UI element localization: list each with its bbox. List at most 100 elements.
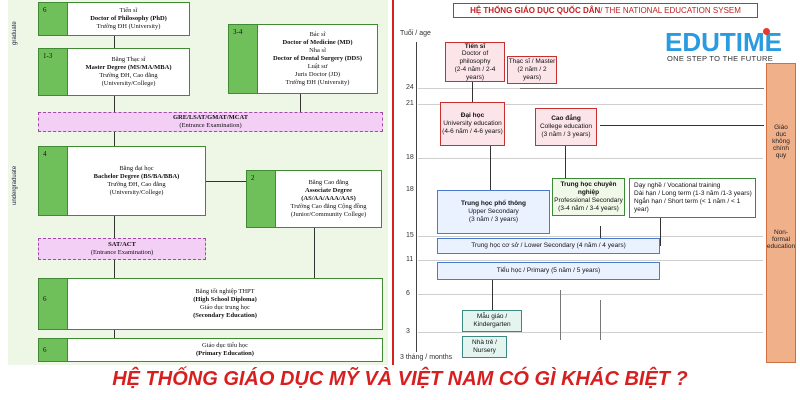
- nonformal-vn-3: không: [772, 138, 790, 145]
- us-arrow: [300, 94, 301, 112]
- vn-phd-vn: Tiến sĩ: [464, 42, 486, 50]
- vn-vocational-short: Ngắn hạn / Short term (< 1 năm / < 1 yea…: [634, 198, 741, 213]
- grid-line: [418, 158, 763, 159]
- vn-upper-years: (3 năm / 3 years): [468, 215, 519, 223]
- vn-kindergarten-box: Mẫu giáo / Kindergarten: [462, 310, 522, 332]
- us-associate-years: 2: [251, 174, 255, 182]
- panel-divider: [392, 0, 394, 365]
- vn-vocational-box: Dạy nghề / Vocational training Dài hạn /…: [629, 178, 756, 218]
- us-sat-subtitle: (Entrance Examination): [90, 249, 154, 256]
- us-arrow: [114, 330, 115, 338]
- vn-master-years: (2 năm / 2 years): [517, 66, 547, 81]
- vn-upper-vn: Trung học phổ thông: [461, 200, 526, 208]
- us-primary-years: 6: [43, 346, 47, 354]
- nonformal-vn-5: quy: [775, 152, 787, 159]
- us-associate-types: (AS/AA/AAA/AAS): [301, 194, 356, 202]
- us-primary-vn: Giáo dục tiểu học: [201, 341, 249, 349]
- us-professional-box: 3-4 Bác sĩ Doctor of Medicine (MD) Nha s…: [228, 24, 378, 94]
- us-jd-en: Juris Doctor (JD): [294, 71, 341, 79]
- edutime-logo: EDUTIME ONE STEP TO THE FUTURE: [665, 27, 795, 67]
- month-label: 3 tháng / months: [400, 354, 453, 361]
- us-sat-exam: SAT/ACT (Entrance Examination): [38, 238, 206, 260]
- vn-vocational-long: Dài hạn / Long term (1-3 năm /1-3 years): [634, 190, 752, 198]
- vn-nursery-title: Nhà trẻ / Nursery: [472, 339, 497, 354]
- us-arrow: [206, 181, 246, 182]
- vn-professional-vn: Trung học chuyên nghiệp: [560, 181, 617, 197]
- vn-phd-years: (2-4 năm / 2-4 years): [454, 65, 496, 81]
- vn-arrow: [660, 218, 661, 246]
- vn-university-en: University education: [443, 120, 502, 128]
- vn-arrow: [490, 146, 491, 190]
- us-sat-title: SAT/ACT: [108, 240, 136, 248]
- vn-arrow: [600, 125, 764, 126]
- us-associate-vn: Bằng Cao đẳng: [308, 178, 349, 186]
- us-phd-school: Trường ĐH (University): [96, 23, 161, 31]
- vn-college-vn: Cao đẳng: [551, 115, 581, 123]
- vn-primary-title: Tiểu học / Primary (5 năm / 5 years): [496, 267, 601, 275]
- us-arrow: [114, 260, 115, 278]
- us-master-box: 1-3 Bằng Thạc sĩ Master Degree (MS/MA/MB…: [38, 48, 190, 96]
- age-tick: 21: [406, 100, 414, 107]
- vn-university-vn: Đại học: [460, 112, 485, 120]
- us-md-school: Trường ĐH (University): [285, 79, 350, 87]
- us-gre-title: GRE/LSAT/GMAT/MCAT: [172, 113, 249, 121]
- us-phd-vn: Tiến sĩ: [119, 6, 138, 14]
- grid-line: [418, 260, 763, 261]
- us-phd-en: Doctor of Philosophy (PhD): [90, 14, 167, 22]
- vn-arrow: [565, 146, 566, 178]
- us-bachelor-school-en: (University/College): [109, 189, 164, 197]
- nonformal-en-3: education: [766, 243, 796, 250]
- nonformal-vn-2: dục: [775, 131, 787, 138]
- us-jd-vn: Luật sư: [307, 63, 328, 71]
- us-phd-box: 6 Tiến sĩ Doctor of Philosophy (PhD) Trư…: [38, 2, 190, 36]
- us-secondary-vn: Giáo dục trung học: [199, 304, 250, 311]
- us-arrow: [114, 36, 115, 48]
- vn-professional-en: Professional Secondary: [554, 197, 623, 204]
- vn-kindergarten-title: Mẫu giáo / Kindergarten: [473, 313, 511, 328]
- age-tick: 6: [406, 290, 410, 297]
- us-master-school: Trường ĐH, Cao đẳng: [99, 72, 158, 79]
- grid-line: [418, 104, 763, 105]
- vn-title-en: / THE NATIONAL EDUCATION SYSEM: [600, 6, 741, 15]
- us-dds-vn: Nha sĩ: [309, 46, 326, 54]
- vn-master-title: Thạc sĩ / Master: [508, 58, 556, 66]
- vn-lower-secondary-box: Trung học cơ sở / Lower Secondary (4 năm…: [437, 238, 660, 254]
- age-tick: 3: [406, 328, 410, 335]
- us-associate-box: 2 Bằng Cao đẳng Associate Degree (AS/AA/…: [246, 170, 382, 228]
- nonformal-vn-1: Giáo: [774, 124, 788, 131]
- undergraduate-label: undergraduate: [12, 165, 18, 205]
- vn-arrow: [600, 226, 601, 238]
- vn-title-vn: HỆ THỐNG GIÁO DỤC QUỐC DÂN: [470, 6, 601, 15]
- us-master-vn: Bằng Thạc sĩ: [111, 55, 146, 63]
- us-secondary-diploma-en: (High School Diploma): [193, 295, 257, 303]
- vn-college-box: Cao đẳng College education (3 năm / 3 ye…: [535, 108, 597, 146]
- vn-arrow: [520, 88, 764, 89]
- logo-slogan: ONE STEP TO THE FUTURE: [667, 54, 774, 63]
- age-axis-label: Tuổi / age: [400, 30, 431, 37]
- age-axis: [416, 42, 417, 352]
- us-phd-years: 6: [43, 6, 47, 14]
- us-bachelor-years: 4: [43, 150, 47, 158]
- vn-arrow: [492, 280, 493, 310]
- nonformal-vn-4: chính: [773, 145, 789, 152]
- us-arrow: [114, 216, 115, 238]
- age-tick: 18: [406, 186, 414, 193]
- vn-vocational-title: Dạy nghề / Vocational training: [634, 182, 721, 190]
- us-primary-box: 6 Giáo dục tiểu học (Primary Education): [38, 338, 383, 362]
- page-caption: HỆ THỐNG GIÁO DỤC MỸ VÀ VIỆT NAM CÓ GÌ K…: [112, 368, 688, 390]
- grid-line: [418, 332, 763, 333]
- vn-phd-box: Tiến sĩ Doctor of philosophy (2-4 năm / …: [445, 42, 505, 82]
- vn-master-box: Thạc sĩ / Master (2 năm / 2 years): [507, 56, 557, 84]
- us-dds-en: Doctor of Dental Surgery (DDS): [272, 54, 363, 62]
- logo-dot-icon: [763, 28, 770, 35]
- us-arrow: [114, 132, 115, 146]
- age-tick: 18: [406, 154, 414, 161]
- age-tick: 15: [406, 232, 414, 239]
- vn-university-box: Đại học University education (4-6 năm / …: [440, 102, 505, 146]
- us-secondary-diploma-vn: Bằng tốt nghiệp THPT: [195, 287, 255, 295]
- us-gre-subtitle: (Entrance Examination): [179, 122, 242, 129]
- us-bachelor-school: Trường ĐH, Cao đẳng: [107, 181, 166, 188]
- us-bachelor-vn: Bằng đại học: [119, 164, 154, 172]
- us-associate-en: Associate Degree: [305, 186, 352, 194]
- vn-professional-box: Trung học chuyên nghiệp Professional Sec…: [552, 178, 625, 216]
